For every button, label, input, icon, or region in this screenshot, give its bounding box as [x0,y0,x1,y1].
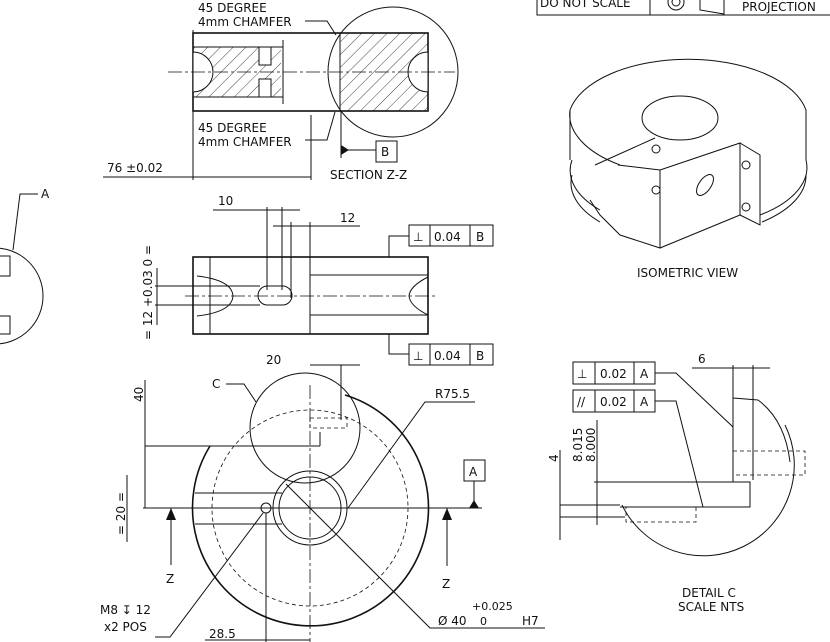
parallelism-icon: // [577,395,586,409]
dim-8-000: 8.000 [584,428,598,462]
do-not-scale-text: DO NOT SCALE [540,0,631,10]
detail-a-view: A [0,187,50,345]
dim-bore-dia: Ø 40 [438,614,467,628]
fcf-datum: A [640,395,649,409]
datum-a-label: A [469,465,478,479]
detail-c-boundary [249,372,361,484]
fcf-perpendicularity-bottom: ⊥ 0.04 B [408,343,494,366]
dim-slot-12: = 12 +0.03 0 = [141,245,155,340]
dim-6: 6 [698,352,706,366]
fcf-datum: B [476,349,484,363]
perpendicularity-icon: ⊥ [413,230,423,244]
section-zz-view: 45 DEGREE 4mm CHAMFER 45 DEGREE 4mm CHAM… [103,1,459,182]
dim-20-top: 20 [266,353,281,367]
perpendicularity-icon: ⊥ [577,367,587,381]
detail-a-boundary [327,6,459,138]
chamfer-note-bottom: 45 DEGREE [198,121,267,135]
fcf-perpendicularity-detail: ⊥ 0.02 A [572,361,656,385]
fcf-datum: A [640,367,649,381]
projection-symbol-icon [699,0,725,15]
thread-note: M8 ↧ 12 [100,603,151,617]
isometric-view: ISOMETRIC VIEW [569,58,808,280]
chamfer-note-top-size: 4mm CHAMFER [198,15,292,29]
dim-r75-5: R75.5 [435,387,470,401]
detail-c-title: DETAIL C [682,586,736,600]
dim-length-76: 76 ±0.02 [107,161,163,175]
dim-20-side: = 20 = [114,492,128,535]
plan-view: C 20 40 = 20 = R75.5 A Z Z M8 ↧ 12 x2 PO… [100,353,545,642]
projection-text: PROJECTION [742,0,816,14]
detail-c-view: 6 ⊥ 0.02 A // 0.02 A 4 8.015 8.000 DETAI… [547,352,806,614]
fcf-tolerance: 0.02 [600,367,627,381]
dim-40: 40 [132,387,146,402]
bore-fit: H7 [522,614,539,628]
section-zz-title: SECTION Z-Z [330,168,407,182]
detail-c-scale: SCALE NTS [678,600,744,614]
chamfer-note-top: 45 DEGREE [198,1,267,15]
dim-12: 12 [340,211,355,225]
perpendicularity-icon: ⊥ [413,349,423,363]
fcf-parallelism-detail: // 0.02 A [572,389,656,413]
datum-b-label: B [381,145,389,159]
isometric-view-title: ISOMETRIC VIEW [637,266,738,280]
fcf-datum: B [476,230,484,244]
thread-count-note: x2 POS [104,620,147,634]
dim-8-015: 8.015 [571,428,585,462]
fcf-tolerance: 0.04 [434,349,461,363]
side-view: 10 12 = 12 +0.03 0 = ⊥ 0.04 B ⊥ 0.04 B [141,194,494,366]
fcf-tolerance: 0.02 [600,395,627,409]
bore-tol-upper: +0.025 [472,600,513,613]
section-z-marker-right: Z [442,577,450,591]
detail-c-callout: C [212,377,220,391]
dim-10: 10 [218,194,233,208]
detail-a-label: A [41,187,50,201]
dim-4: 4 [547,454,561,462]
fcf-tolerance: 0.04 [434,230,461,244]
title-block: DO NOT SCALE PROJECTION [536,0,830,16]
bore-tol-lower: 0 [480,615,487,628]
chamfer-note-bottom-size: 4mm CHAMFER [198,135,292,149]
section-z-marker-left: Z [166,572,174,586]
fcf-perpendicularity-top: ⊥ 0.04 B [408,224,494,247]
dim-28-5: 28.5 [209,627,236,641]
